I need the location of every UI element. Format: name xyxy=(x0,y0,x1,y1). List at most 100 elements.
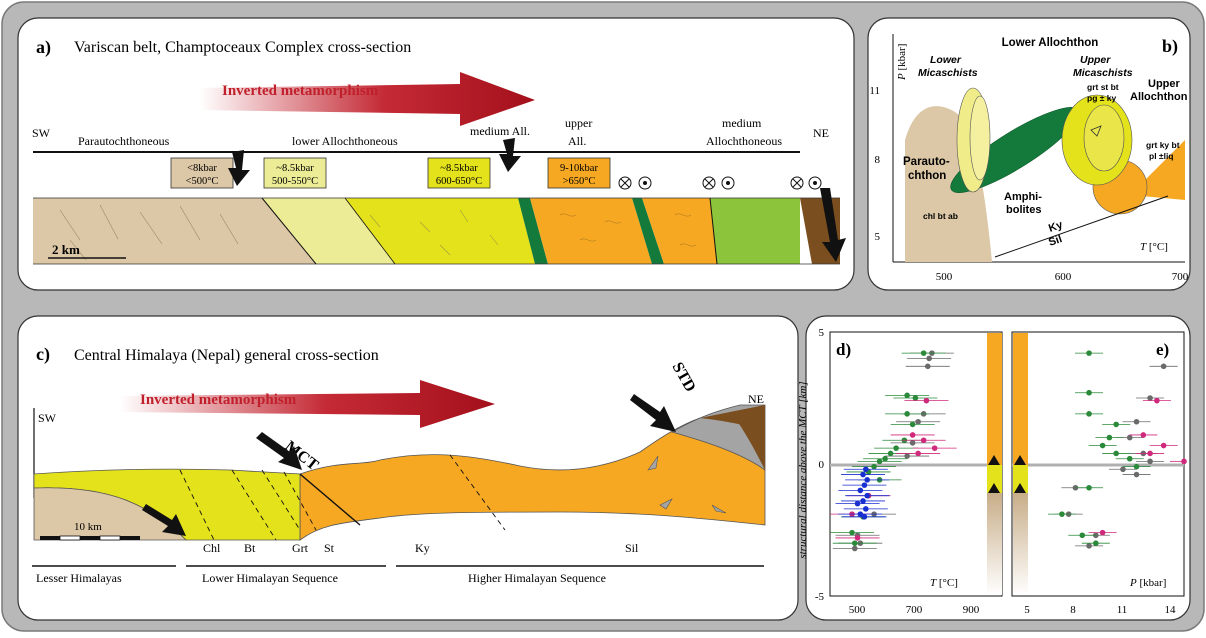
data-point-d-3-7 xyxy=(854,500,861,507)
data-point-d-3-4 xyxy=(857,487,864,494)
unit-lower-allochthoneous: lower Allochthoneous xyxy=(292,134,398,148)
data-point-d-3-0 xyxy=(863,466,869,473)
field-upper-micaschists-inner xyxy=(1083,104,1125,172)
lesser-label: Lesser Himalayas xyxy=(36,571,122,585)
data-point-e-1-5 xyxy=(1099,442,1106,449)
data-point-e-0-6 xyxy=(1120,466,1126,473)
data-point-e-1-2 xyxy=(1086,411,1092,417)
b-t-unit: [°C] xyxy=(1149,241,1168,253)
plot-e-points xyxy=(1047,350,1187,549)
de-y-label: structural distance above the MCT [km] xyxy=(797,381,809,558)
mbt-arrow xyxy=(142,504,186,536)
panel-c-title: Central Himalaya (Nepal) general cross-s… xyxy=(74,347,379,364)
d-strip-lhs xyxy=(987,465,1002,493)
panel-c: c) Central Himalaya (Nepal) general cros… xyxy=(17,315,799,621)
data-point-d-3-6 xyxy=(860,498,866,504)
inverted-metamorphism-arrow xyxy=(200,72,535,126)
data-point-d-1-3 xyxy=(904,411,910,417)
isograd-chl: Chl xyxy=(203,541,221,555)
data-point-e-0-3 xyxy=(1126,434,1133,441)
scale-label-a: 2 km xyxy=(52,242,80,257)
data-point-e-1-4 xyxy=(1106,434,1113,441)
data-point-d-1-8 xyxy=(882,455,888,462)
data-point-d-3-1 xyxy=(860,471,866,478)
d-strip-lh xyxy=(987,493,1002,595)
data-point-e-1-7 xyxy=(1126,455,1133,462)
pt-box-1: <8kbar <500°C xyxy=(170,157,234,189)
data-point-d-1-9 xyxy=(876,458,883,465)
data-point-d-2-0 xyxy=(923,397,930,404)
pt-box-1-t: <500°C xyxy=(186,176,219,187)
ne-label-c: NE xyxy=(748,392,764,406)
b-t-label: T xyxy=(1140,241,1147,253)
data-point-d-3-3 xyxy=(861,482,868,488)
unit-medium-all: medium All. xyxy=(470,124,530,138)
panel-a: a) Variscan belt, Champtoceaux Complex c… xyxy=(17,17,855,291)
panel-e-letter: e) xyxy=(1156,340,1169,359)
b-lower-mica-2: Micaschists xyxy=(918,67,978,79)
data-point-e-0-0 xyxy=(1160,363,1167,370)
b-upper-all-2: Allochthon xyxy=(1130,91,1188,103)
e-strip-hhs xyxy=(1013,333,1028,465)
b-p-label: P xyxy=(896,73,908,81)
data-point-d-0-10 xyxy=(851,545,858,552)
isograd-grt: Grt xyxy=(292,541,309,555)
data-point-d-2-2 xyxy=(920,437,927,444)
data-point-d-3-8 xyxy=(863,506,869,512)
d-xtick-500: 500 xyxy=(849,604,866,616)
data-point-e-2-0 xyxy=(1154,397,1160,404)
data-point-e-1-6 xyxy=(1113,450,1119,457)
isograd-bt: Bt xyxy=(244,541,256,555)
data-point-d-1-2 xyxy=(912,395,919,401)
data-point-d-0-4 xyxy=(915,418,921,425)
b-ttick-500: 500 xyxy=(936,271,953,283)
b-paraut-1: Parauto- xyxy=(903,156,950,168)
d-strip-marker-2 xyxy=(988,483,1000,493)
sw-label-a: SW xyxy=(32,126,51,140)
panel-d-letter: d) xyxy=(836,340,851,359)
b-assemblage-2b: pg ± ky xyxy=(1087,93,1116,103)
pt-path-arrow xyxy=(1090,125,1102,137)
hhs-label: Higher Himalayan Sequence xyxy=(468,571,606,585)
b-p-unit: [kbar] xyxy=(896,44,908,71)
de-ytick-m5: -5 xyxy=(815,591,825,603)
data-point-d-3-2 xyxy=(864,477,870,483)
thrust-arrow-2 xyxy=(499,138,521,172)
b-amphi-2: bolites xyxy=(1006,204,1041,216)
data-point-e-2-5 xyxy=(1099,529,1106,536)
b-ttick-600: 600 xyxy=(1055,271,1072,283)
d-xtick-900: 900 xyxy=(963,604,980,616)
data-point-e-0-1 xyxy=(1147,395,1153,401)
data-point-e-1-8 xyxy=(1133,463,1140,470)
field-lower-micaschists-inner xyxy=(969,95,991,181)
data-point-d-1-4 xyxy=(909,421,916,428)
de-ytick-5: 5 xyxy=(819,327,825,339)
arrow-label-a: Inverted metamorphism xyxy=(222,83,379,99)
d-t-unit: [°C] xyxy=(939,577,958,589)
e-p-label: P xyxy=(1129,577,1137,589)
cross-section-a xyxy=(33,197,840,265)
data-point-d-1-6 xyxy=(893,445,899,451)
e-xtick-8: 8 xyxy=(1070,604,1076,616)
e-xtick-11: 11 xyxy=(1117,604,1128,616)
e-strip-lhs xyxy=(1013,465,1028,493)
panel-b: b) Lower Allochthon 11 8 5 500 600 700 P… xyxy=(867,17,1191,291)
pt-box-2-t: 500-550°C xyxy=(272,176,318,187)
data-point-d-1-10 xyxy=(871,463,877,470)
pt-box-3-t: 600-650°C xyxy=(436,176,482,187)
pt-box-3: ~8.5kbar 600-650°C xyxy=(427,157,491,189)
plot-d-points xyxy=(830,350,957,552)
data-point-d-0-6 xyxy=(904,453,910,459)
sw-label-c: SW xyxy=(38,411,57,425)
de-y-axis-label: structural distance above the MCT [km] xyxy=(797,381,809,558)
isograd-sil: Sil xyxy=(625,541,639,555)
arrow-label-c: Inverted metamorphism xyxy=(140,392,297,408)
thrust-arrow-1 xyxy=(228,150,250,186)
panel-b-title: Lower Allochthon xyxy=(1002,37,1099,49)
thrust-arrow-3 xyxy=(820,188,846,262)
ky-sil-line xyxy=(994,195,1169,258)
b-upper-all-1: Upper xyxy=(1148,78,1181,90)
mct-arrow xyxy=(256,432,302,470)
unit-upper-all-1: upper xyxy=(565,116,592,130)
data-point-e-2-4 xyxy=(1181,458,1187,465)
